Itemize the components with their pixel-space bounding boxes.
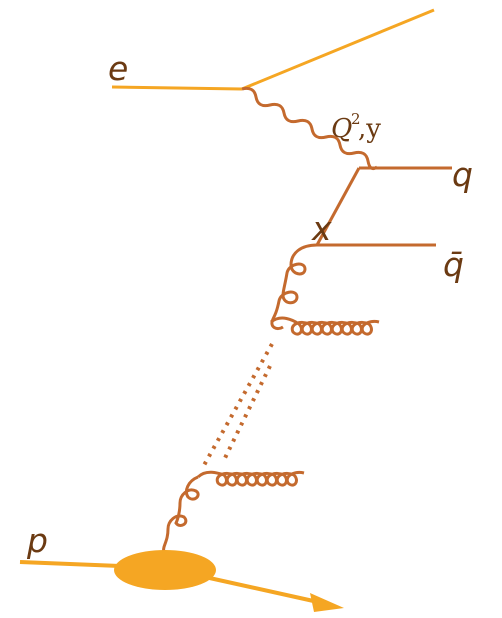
quark-label: q <box>452 155 473 194</box>
x-label: x <box>311 209 332 248</box>
proton-label: p <box>26 521 48 560</box>
gluon-rung-lower <box>198 472 304 485</box>
proton-remnant-line <box>205 577 318 602</box>
virtual-photon-wavy-line <box>242 88 377 168</box>
photon-y-label: ,y <box>358 114 381 144</box>
antiquark-label: q̄ <box>443 245 464 284</box>
scattered-electron-line <box>242 10 434 89</box>
electron-label: e <box>108 49 128 88</box>
gluon-rung-upper <box>271 318 379 334</box>
proton-remnant-arrowhead <box>310 593 344 612</box>
photon-q-label: Q <box>331 114 352 144</box>
incoming-electron-line <box>112 87 242 89</box>
ladder-dotted-gap-left <box>203 344 272 467</box>
incoming-proton-line <box>20 562 120 566</box>
gluon-ladder-upper <box>272 245 317 329</box>
proton-blob <box>114 550 216 590</box>
ladder-dotted-gap-right <box>225 366 270 458</box>
